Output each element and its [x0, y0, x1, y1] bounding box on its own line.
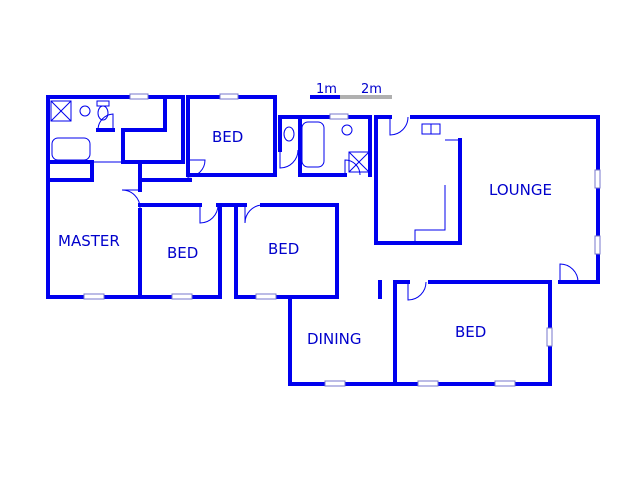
- room-label-dining: DINING: [307, 330, 361, 348]
- room-labels: BED MASTER BED BED LOUNGE DINING BED: [58, 128, 552, 348]
- walls: [46, 95, 600, 386]
- scale-bar: 1m 2m: [310, 82, 392, 99]
- room-label-bed-middle-left: BED: [167, 244, 198, 262]
- room-label-bed-middle-right: BED: [268, 240, 299, 258]
- room-label-lounge: LOUNGE: [489, 181, 552, 199]
- room-label-master: MASTER: [58, 232, 120, 250]
- room-label-bed-bottom-right: BED: [455, 323, 486, 341]
- room-label-bed-top: BED: [212, 128, 243, 146]
- fixtures: [50, 100, 460, 243]
- doors: [97, 113, 579, 301]
- scale-label-2m: 2m: [361, 82, 382, 97]
- windows: [83, 93, 601, 387]
- scale-label-1m: 1m: [316, 82, 337, 97]
